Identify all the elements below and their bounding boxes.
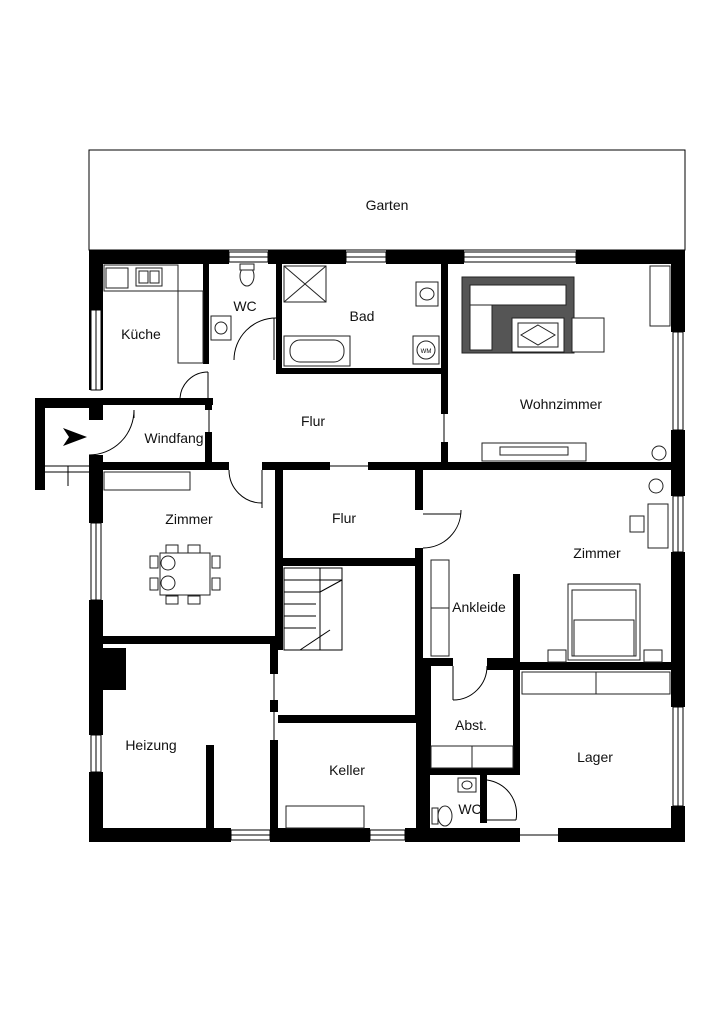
wardrobe bbox=[430, 559, 514, 769]
room-label-zimmer-left: Zimmer bbox=[165, 511, 213, 527]
room-label-lager: Lager bbox=[577, 749, 613, 765]
bedroom-furniture bbox=[547, 478, 669, 663]
room-label-wohnzimmer: Wohnzimmer bbox=[520, 396, 603, 412]
doors bbox=[88, 317, 558, 836]
staircase bbox=[283, 567, 343, 651]
room-label-flur-top: Flur bbox=[301, 413, 325, 429]
room-label-abst: Abst. bbox=[455, 717, 487, 733]
room-label-wc-bottom: WC bbox=[458, 801, 481, 817]
entrance-arrow bbox=[45, 428, 89, 486]
room-label-wc-top: WC bbox=[233, 298, 256, 314]
wc-bottom-fixtures bbox=[431, 777, 477, 827]
dining-furniture bbox=[103, 471, 221, 605]
cellar-shelf bbox=[285, 805, 365, 829]
room-label-flur-mid: Flur bbox=[332, 510, 356, 526]
room-label-ankleide: Ankleide bbox=[452, 599, 506, 615]
washing-machine-label: WM bbox=[421, 349, 432, 355]
wc-top-fixtures bbox=[210, 263, 255, 341]
windows bbox=[90, 251, 684, 841]
room-label-bad: Bad bbox=[350, 308, 375, 324]
kitchen-counter bbox=[103, 264, 204, 364]
living-room-furniture bbox=[461, 265, 671, 462]
room-label-zimmer-right: Zimmer bbox=[573, 545, 621, 561]
storage-shelves bbox=[521, 671, 671, 695]
room-label-heizung: Heizung bbox=[125, 737, 176, 753]
room-label-keller: Keller bbox=[329, 762, 365, 778]
room-label-garten: Garten bbox=[366, 197, 409, 213]
bath-fixtures: WM bbox=[283, 265, 440, 367]
room-label-kueche: Küche bbox=[121, 326, 161, 342]
interior-walls bbox=[89, 264, 685, 840]
room-label-windfang: Windfang bbox=[144, 430, 203, 446]
room-labels: Garten Küche WC Bad Wohnzimmer Windfang … bbox=[121, 197, 621, 817]
